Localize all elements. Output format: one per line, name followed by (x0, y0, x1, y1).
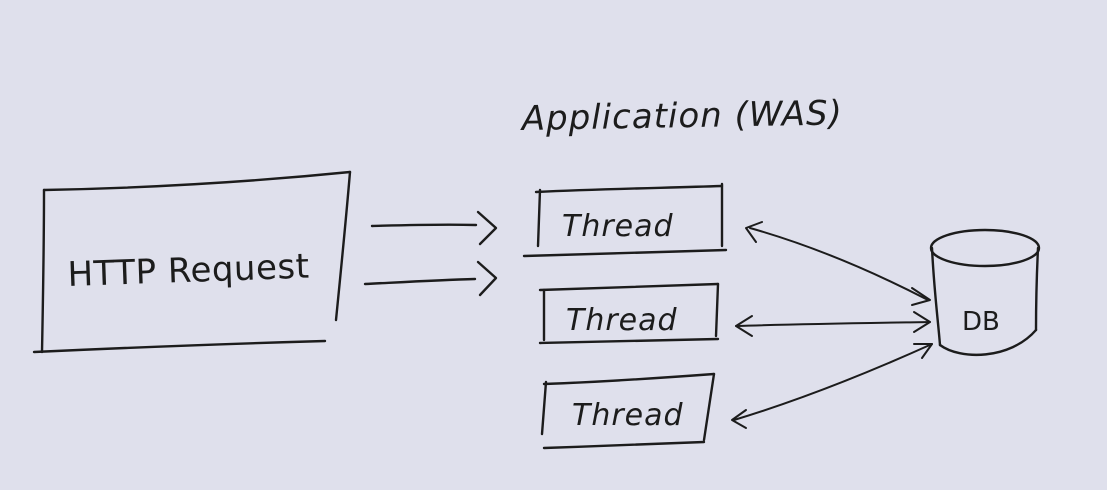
thread-label-2: Thread (566, 303, 678, 338)
connection-arrow-1 (745, 221, 931, 306)
connection-arrow-3 (731, 343, 933, 429)
db-label: DB (962, 307, 1000, 337)
http-request-label: HTTP Request (67, 247, 310, 295)
request-arrow-1 (370, 210, 498, 246)
application-title: Application (WAS) (519, 93, 843, 139)
http-request-box: HTTP Request (32, 170, 352, 354)
thread-label-3: Thread (572, 398, 684, 433)
thread-box-3: Thread (540, 372, 716, 450)
thread-label-1: Thread (562, 209, 674, 244)
thread-box-2: Thread (538, 282, 720, 345)
thread-box-1: Thread (522, 182, 728, 258)
db-cylinder: DB (929, 228, 1041, 356)
request-arrow-2 (363, 260, 498, 297)
connection-arrow-2 (735, 311, 931, 337)
